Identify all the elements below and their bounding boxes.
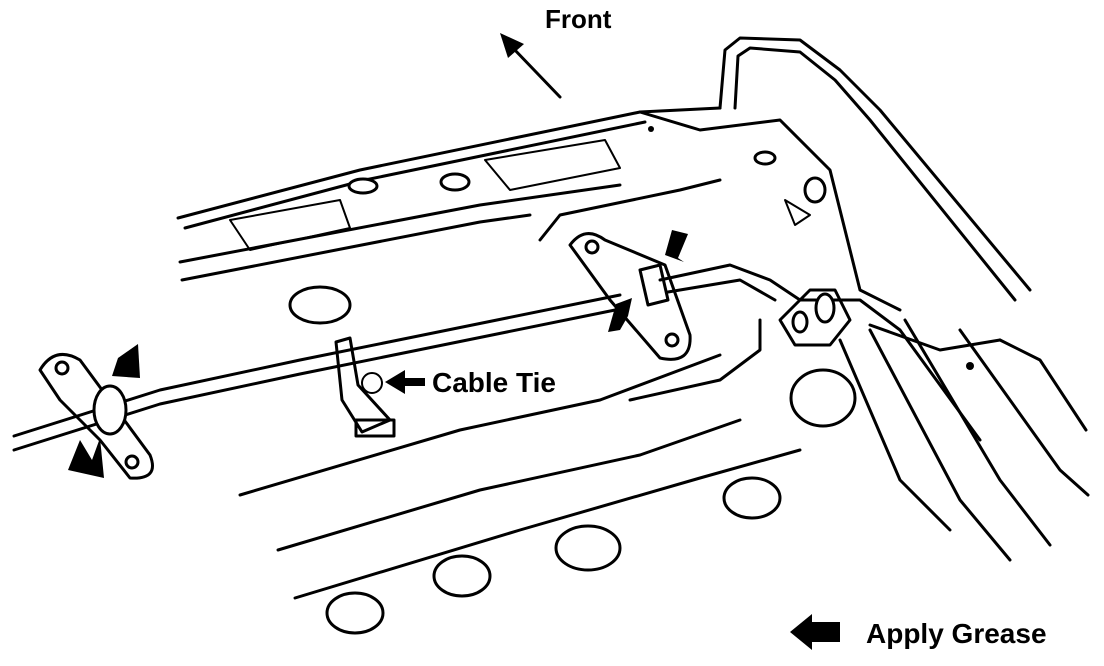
front-label: Front [545, 4, 612, 34]
grease-arrow-icon [665, 230, 688, 262]
bracket-bolt-hole [664, 332, 680, 348]
floor-holes [288, 150, 857, 635]
front-arrow-head [500, 33, 524, 58]
grease-arrow-icon [112, 344, 140, 378]
legend: Apply Grease [790, 614, 1047, 650]
apply-grease-legend-arrow-icon [790, 614, 840, 650]
floor-hole [288, 285, 352, 325]
floor-hole [325, 591, 385, 635]
front-indicator: Front [500, 4, 612, 99]
cable-tie: Cable Tie [334, 336, 556, 438]
cable-tie-pointer-icon [385, 370, 425, 394]
floor-hole [554, 524, 622, 572]
cable-tie-label: Cable Tie [432, 367, 556, 398]
clamp-bolt-hole [54, 360, 70, 376]
floor-hole [789, 368, 857, 428]
clamp-bolt-hole [124, 454, 140, 470]
grease-arrow-icon [608, 298, 632, 332]
floor-hole [439, 172, 471, 192]
bracket-bolt-hole [584, 239, 600, 255]
cable-clamp-left [38, 344, 154, 480]
grease-arrow-icon [68, 438, 104, 478]
floor-hole [432, 554, 492, 598]
rear-lever-assembly [648, 126, 974, 370]
floor-hole [347, 177, 379, 195]
floor-hole [722, 476, 782, 520]
cable-bracket-center [568, 230, 692, 361]
apply-grease-label: Apply Grease [866, 618, 1047, 649]
floor-hole [753, 150, 777, 166]
floor-hole [803, 176, 827, 204]
floor-panel [176, 106, 1090, 600]
front-arrow-shaft [510, 45, 562, 99]
